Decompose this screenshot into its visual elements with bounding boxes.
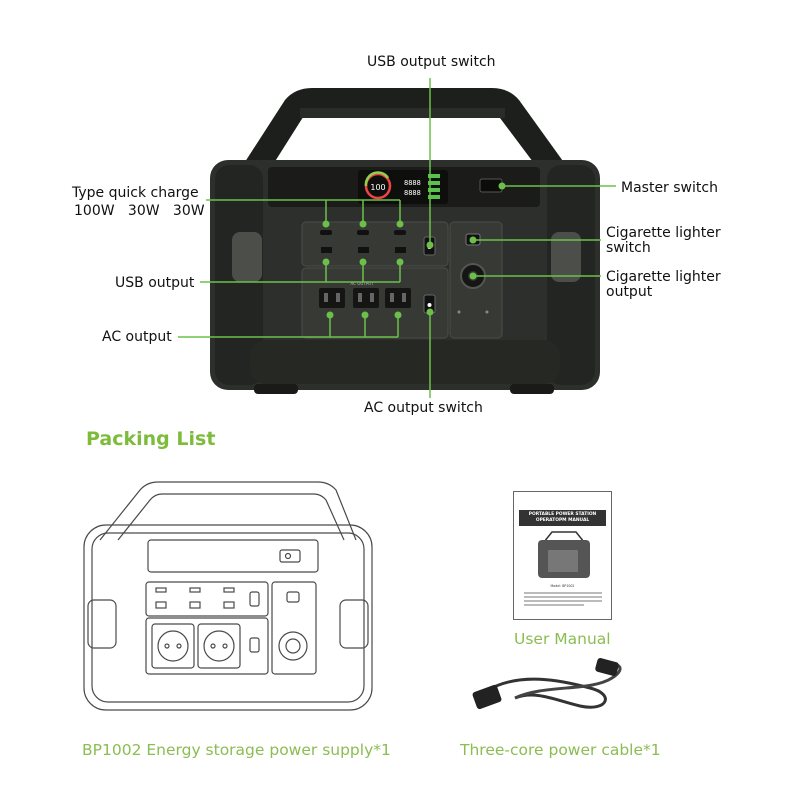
manual-title-line2: OPERATOPM MANUAL	[535, 518, 590, 523]
usb-output-label: USB output	[115, 275, 195, 291]
readout-top: 8888	[404, 179, 421, 187]
ac-socket	[319, 288, 345, 308]
ac-output-switch-label: AC output switch	[364, 400, 483, 416]
cigarette-lighter-switch-label-line1: Cigarette lighter	[606, 225, 721, 241]
display-strip	[268, 167, 540, 207]
ac-section-label: AC OUTPUT	[350, 281, 374, 286]
ac-socket	[385, 288, 411, 308]
device-line-drawing	[83, 481, 373, 711]
usb-output-switch-label: USB output switch	[367, 54, 496, 70]
cigarette-lighter-switch-label-line2: switch	[606, 240, 651, 256]
usb-c-port	[394, 230, 406, 235]
ac-output-label: AC output	[102, 329, 172, 345]
user-manual-booklet: PORTABLE POWER STATION OPERATOPM MANUAL …	[513, 491, 612, 620]
usb-a-port	[395, 247, 406, 253]
cigarette-lighter-output-label-line1: Cigarette lighter	[606, 269, 721, 285]
readout-bottom: 8888	[404, 189, 421, 197]
usb-a-port	[321, 247, 332, 253]
usb-c-port	[357, 230, 369, 235]
manual-model: Model: BP1002	[550, 584, 575, 588]
cigarette-lighter-output-label-line2: output	[606, 284, 653, 300]
battery-percent: 100	[370, 183, 385, 192]
manual-title-line1: PORTABLE POWER STATION	[528, 512, 597, 517]
ac-socket	[353, 288, 379, 308]
packing-list-heading: Packing List	[86, 428, 216, 450]
leader-dots	[322, 182, 506, 319]
type-quick-charge-watts: 100W 30W 30W	[74, 203, 205, 219]
manual-title-band: PORTABLE POWER STATION OPERATOPM MANUAL	[519, 510, 606, 526]
power-supply-caption: BP1002 Energy storage power supply*1	[82, 741, 391, 759]
manual-device-sketch	[524, 531, 602, 606]
usb-a-port	[358, 247, 369, 253]
type-quick-charge-label: Type quick charge	[72, 185, 199, 201]
power-cable	[472, 658, 622, 710]
power-cable-caption: Three-core power cable*1	[460, 741, 661, 759]
leader-lines	[178, 78, 616, 398]
master-switch-label: Master switch	[621, 180, 718, 196]
user-manual-caption: User Manual	[514, 630, 611, 648]
usb-c-port	[320, 230, 332, 235]
